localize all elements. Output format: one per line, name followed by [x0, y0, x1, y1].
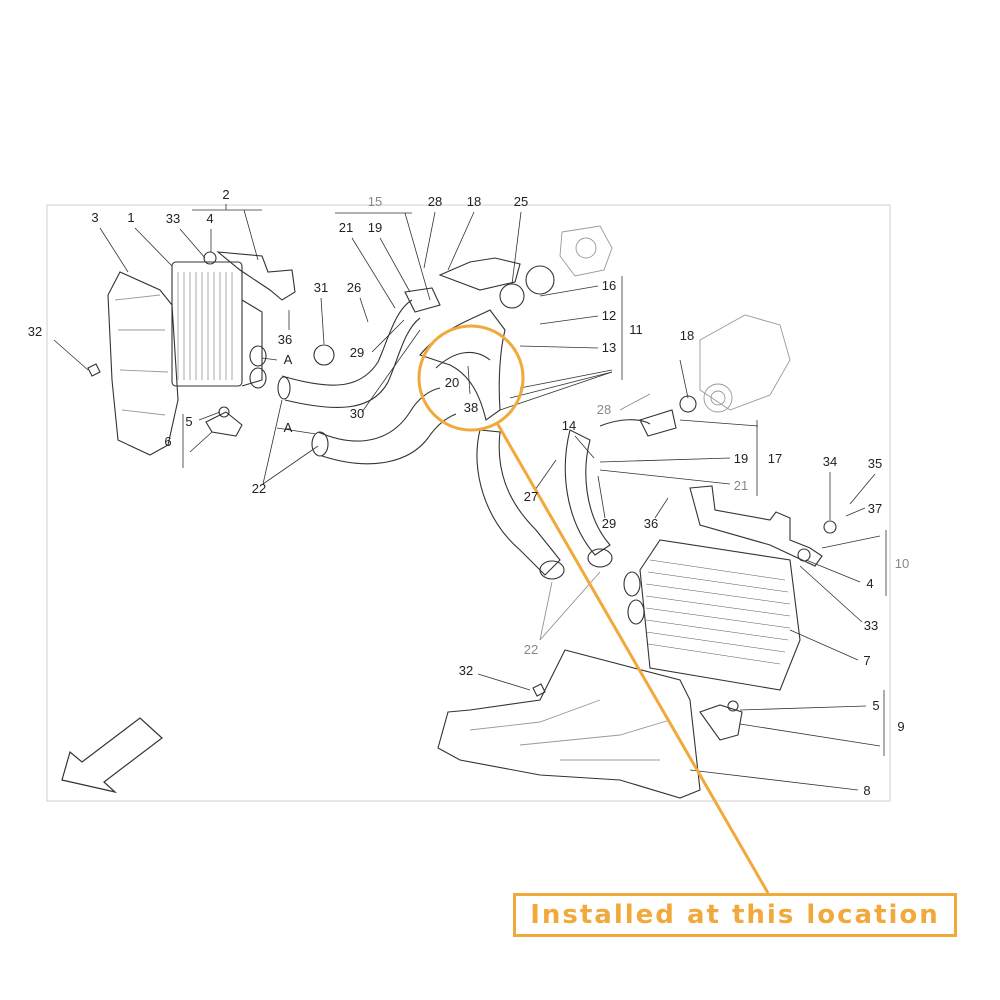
location-highlight [417, 324, 770, 894]
highlight-circle [417, 324, 525, 432]
right-turbo [599, 314, 791, 437]
callout-32b: 32 [459, 663, 473, 678]
diagram-frame [46, 204, 891, 802]
callout-15: 15 [368, 194, 382, 209]
callout-36a: 36 [278, 332, 292, 347]
location-banner-text: Installed at this location [530, 900, 940, 930]
callout-26: 26 [347, 280, 361, 295]
callout-13: 13 [602, 340, 616, 355]
callout-30: 30 [350, 406, 364, 421]
highlight-pointer [495, 422, 770, 894]
callout-4b: 4 [866, 576, 873, 591]
callout-36b: 36 [644, 516, 658, 531]
callout-9: 9 [897, 719, 904, 734]
callout-20: 20 [445, 375, 459, 390]
callout-19a: 19 [368, 220, 382, 235]
callout-2: 2 [222, 187, 229, 202]
callout-21a: 21 [339, 220, 353, 235]
callout-34: 34 [823, 454, 837, 469]
callout-Aa: A [284, 352, 293, 367]
callout-6: 6 [164, 434, 171, 449]
upper-hoses [277, 225, 613, 465]
callout-32a: 32 [28, 324, 42, 339]
callout-7: 7 [863, 653, 870, 668]
callout-33a: 33 [166, 211, 180, 226]
callout-27: 27 [524, 489, 538, 504]
callout-18a: 18 [467, 194, 481, 209]
callout-28b: 28 [597, 402, 611, 417]
leader-lines [53, 204, 887, 791]
callout-19b: 19 [734, 451, 748, 466]
callout-22b: 22 [524, 642, 538, 657]
callout-4a: 4 [206, 211, 213, 226]
right-intercooler-assembly [437, 485, 837, 799]
callout-29b: 29 [602, 516, 616, 531]
callout-17: 17 [768, 451, 782, 466]
callout-21b: 21 [734, 478, 748, 493]
callout-22a: 22 [252, 481, 266, 496]
callout-10: 10 [895, 556, 909, 571]
direction-arrow-icon [61, 717, 163, 794]
callout-16: 16 [602, 278, 616, 293]
callout-18b: 18 [680, 328, 694, 343]
callout-37: 37 [868, 501, 882, 516]
callout-35: 35 [868, 456, 882, 471]
left-intercooler-assembly [87, 251, 296, 456]
callout-25: 25 [514, 194, 528, 209]
callout-5a: 5 [185, 414, 192, 429]
callout-11: 11 [629, 322, 643, 337]
center-y-pipe [419, 309, 613, 580]
callout-29a: 29 [350, 345, 364, 360]
callout-8: 8 [863, 783, 870, 798]
callout-12: 12 [602, 308, 616, 323]
location-banner: Installed at this location [513, 893, 957, 937]
callout-5b: 5 [872, 698, 879, 713]
callout-28a: 28 [428, 194, 442, 209]
callout-31: 31 [314, 280, 328, 295]
callout-33b: 33 [864, 618, 878, 633]
callout-3: 3 [91, 210, 98, 225]
callout-14: 14 [562, 418, 576, 433]
callout-38: 38 [464, 400, 478, 415]
callout-1: 1 [127, 210, 134, 225]
callout-Ab: A [284, 420, 293, 435]
